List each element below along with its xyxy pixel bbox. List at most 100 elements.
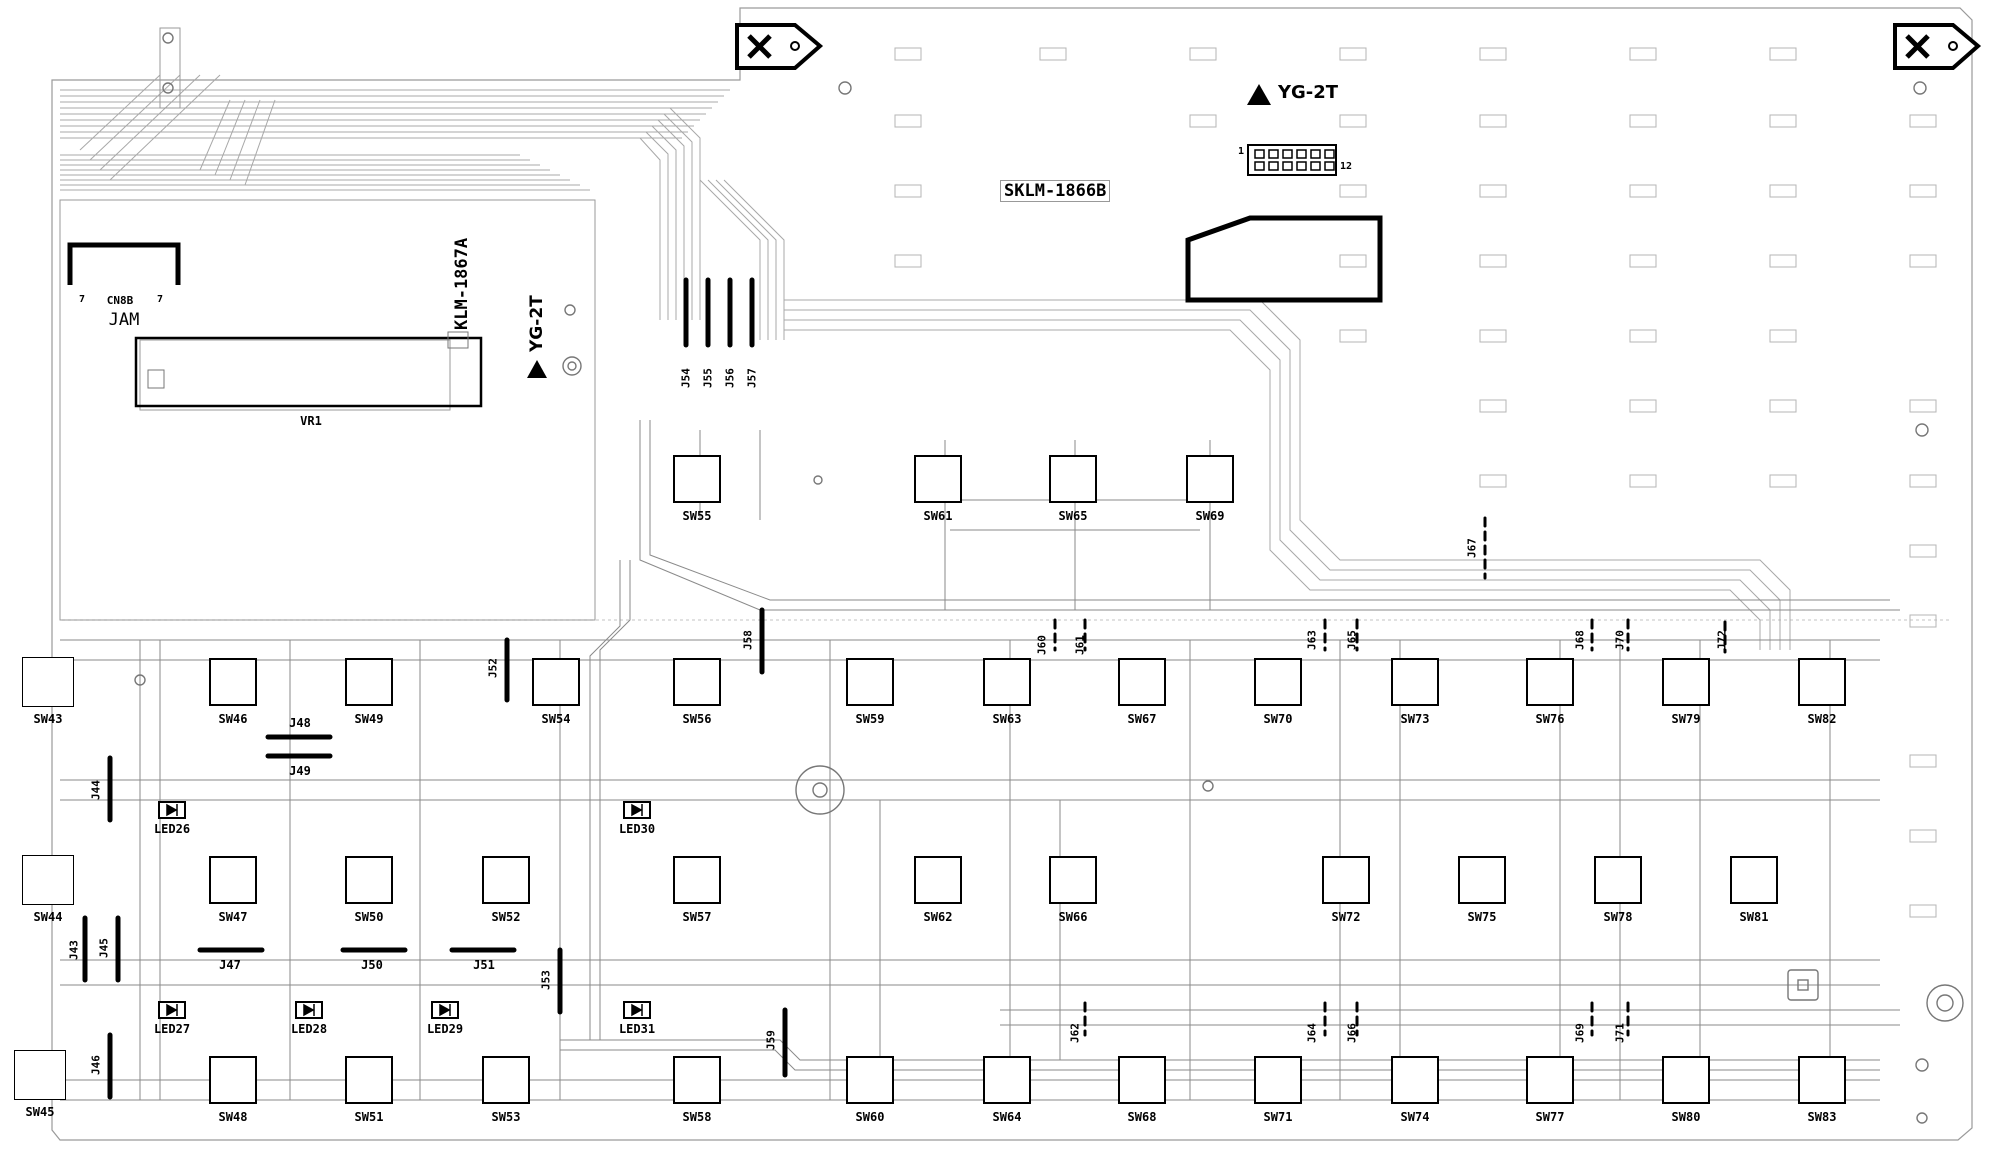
jumper-label: J60 [1035,635,1049,655]
jumper-label: J46 [89,1055,103,1075]
switch-sw59[interactable] [846,658,894,706]
switch-label: SW67 [1127,712,1157,726]
jumper-label: J63 [1305,630,1319,650]
jumper-label: J59 [764,1030,778,1050]
switch-sw82[interactable] [1798,658,1846,706]
switch-sw47[interactable] [209,856,257,904]
switch-sw51[interactable] [345,1056,393,1104]
connector-label: CN8B [106,294,134,307]
switch-label: SW43 [33,712,63,726]
switch-sw65[interactable] [1049,455,1097,503]
switch-sw43[interactable] [22,657,74,707]
switch-sw52[interactable] [482,856,530,904]
jumper-label: J56 [723,368,737,388]
switch-sw74[interactable] [1391,1056,1439,1104]
switch-sw48[interactable] [209,1056,257,1104]
jumper-label: J68 [1573,630,1587,650]
switch-label: SW75 [1467,910,1497,924]
vr1-knob-right [447,331,469,349]
led-label: LED30 [618,822,656,836]
switch-sw66[interactable] [1049,856,1097,904]
switch-sw78[interactable] [1594,856,1642,904]
switch-label: SW63 [992,712,1022,726]
led-led27 [158,1001,186,1019]
switch-sw71[interactable] [1254,1056,1302,1104]
jumper-label: J52 [486,658,500,678]
jumper-label: J72 [1715,630,1729,650]
switch-sw58[interactable] [673,1056,721,1104]
switch-sw79[interactable] [1662,658,1710,706]
jumper-label: J53 [539,970,553,990]
switch-label: SW54 [541,712,571,726]
switch-sw64[interactable] [983,1056,1031,1104]
switch-sw46[interactable] [209,658,257,706]
switch-sw69[interactable] [1186,455,1234,503]
jumper-label: J67 [1465,538,1479,558]
jumper-label: J61 [1073,635,1087,655]
switch-sw50[interactable] [345,856,393,904]
switch-sw67[interactable] [1118,658,1166,706]
jumper-label: J47 [219,958,241,972]
ribbon-traces [60,74,1791,650]
switch-sw57[interactable] [673,856,721,904]
triangle-marker-sub [527,360,547,378]
led-label: LED31 [618,1022,656,1036]
jumper-label: J62 [1068,1023,1082,1043]
switch-label: SW44 [33,910,63,924]
jumper-label: J66 [1345,1023,1359,1043]
switch-label: SW83 [1807,1110,1837,1124]
switch-sw80[interactable] [1662,1056,1710,1104]
cn8b-bracket [67,242,181,285]
led-led28 [295,1001,323,1019]
switch-sw54[interactable] [532,658,580,706]
switch-sw81[interactable] [1730,856,1778,904]
switch-label: SW74 [1400,1110,1430,1124]
switch-label: SW51 [354,1110,384,1124]
switch-sw75[interactable] [1458,856,1506,904]
switch-label: SW47 [218,910,248,924]
jumper-label: J44 [89,780,103,800]
switch-sw83[interactable] [1798,1056,1846,1104]
switch-sw45[interactable] [14,1050,66,1100]
switch-label: SW68 [1127,1110,1157,1124]
switch-sw70[interactable] [1254,658,1302,706]
switch-sw77[interactable] [1526,1056,1574,1104]
switch-sw44[interactable] [22,855,74,905]
switch-sw72[interactable] [1322,856,1370,904]
jumper-label: J49 [289,764,311,778]
switch-sw76[interactable] [1526,658,1574,706]
switch-sw63[interactable] [983,658,1031,706]
connector-pin-right: 7 [156,294,164,305]
vr1-label: VR1 [300,414,322,428]
switch-label: SW66 [1058,910,1088,924]
switch-label: SW76 [1535,712,1565,726]
switch-label: SW56 [682,712,712,726]
connector-pin-left: 7 [78,294,86,305]
led-label: LED28 [290,1022,328,1036]
switch-sw53[interactable] [482,1056,530,1104]
switch-label: SW52 [491,910,521,924]
switch-label: SW64 [992,1110,1022,1124]
triangle-marker-main [1247,84,1271,105]
switch-label: SW71 [1263,1110,1293,1124]
switch-sw55[interactable] [673,455,721,503]
left-panel-outline [59,27,596,621]
x-arrow-tag-right [1893,23,1982,70]
switch-sw62[interactable] [914,856,962,904]
jumper-label: J58 [741,630,755,650]
switch-sw56[interactable] [673,658,721,706]
switch-sw49[interactable] [345,658,393,706]
switch-sw73[interactable] [1391,658,1439,706]
switch-label: SW82 [1807,712,1837,726]
switch-sw68[interactable] [1118,1056,1166,1104]
jumper-label: J69 [1573,1023,1587,1043]
switch-sw61[interactable] [914,455,962,503]
switch-label: SW50 [354,910,384,924]
switch-label: SW65 [1058,509,1088,523]
switch-label: SW78 [1603,910,1633,924]
led-label: LED26 [153,822,191,836]
jumper-label: J64 [1305,1023,1319,1043]
switch-sw60[interactable] [846,1056,894,1104]
